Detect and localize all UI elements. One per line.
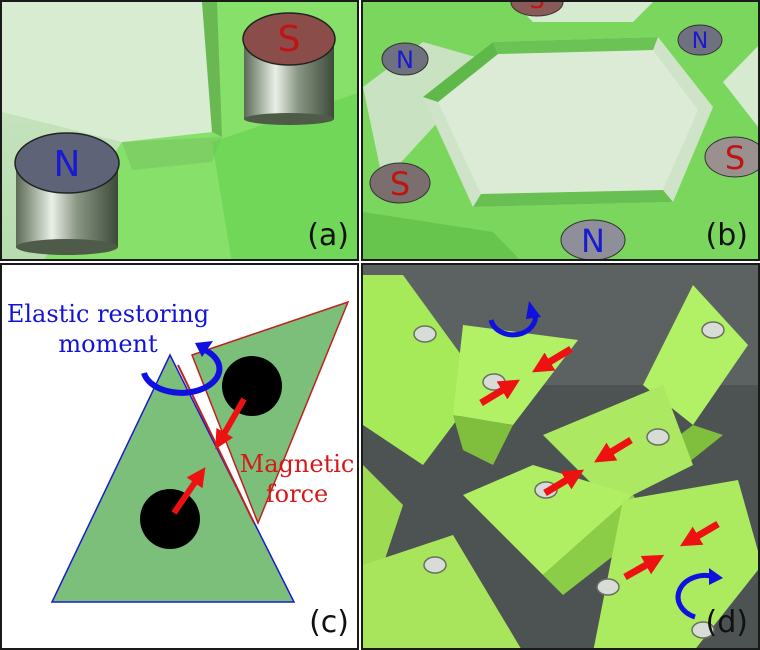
magnet-lower [140, 489, 200, 549]
svg-text:S: S [529, 2, 544, 14]
magnetic-label-line1: Magnetic [239, 450, 355, 478]
hex-wall-2 [493, 37, 658, 54]
force-arrow-2b [594, 437, 633, 463]
rotation-arrow-top [488, 301, 541, 338]
magnetic-force-label: Magnetic force [238, 449, 356, 509]
elastic-moment-arrow [141, 341, 223, 396]
magnet-n-letter: N [54, 144, 81, 185]
rotation-arrow-bottom [675, 568, 723, 620]
foam-left-top [363, 275, 483, 465]
magnet-s-top [242, 12, 336, 66]
svg-text:S: S [390, 165, 410, 203]
hex-wall-3 [473, 190, 673, 207]
elastic-label-line2: moment [58, 330, 158, 358]
force-arrow-1b [531, 345, 573, 373]
magnet-b-left-n: N [381, 42, 429, 76]
panel-a-render: S N [2, 2, 357, 259]
foam-bottom-left [363, 535, 521, 648]
hole-wall [202, 2, 222, 137]
elastic-label-line1: Elastic restoring [6, 300, 210, 328]
foam-mid-lower [463, 465, 633, 575]
panel-c-diagram [50, 300, 350, 603]
magnet-s-letter: S [278, 19, 301, 60]
magnet-n-top [14, 132, 120, 194]
magnet-upper [222, 356, 282, 416]
hexagon-floor [438, 50, 698, 194]
force-arrow-2a [543, 469, 585, 497]
magnetic-force-arrow-down [215, 397, 247, 450]
svg-text:N: N [581, 222, 605, 260]
panel-label-d: (d) [705, 605, 748, 640]
magnetic-force-arrow-up [171, 467, 206, 515]
force-arrow-3a [623, 554, 665, 581]
elastic-moment-label: Elastic restoring moment [2, 299, 214, 359]
magnet-b-left-s: S [369, 162, 431, 204]
panel-label-c: (c) [309, 605, 349, 640]
panel-label-b: (b) [705, 218, 748, 253]
force-arrows [479, 345, 720, 581]
force-arrow-3b [679, 520, 720, 547]
foam-center-top-edge [453, 415, 513, 465]
right-gap [723, 46, 758, 127]
foam-left-mid [363, 465, 403, 565]
svg-text:N: N [396, 46, 414, 74]
panel-a: S N (a) [0, 0, 359, 261]
magnet-b-right-s: S [704, 136, 758, 178]
magnet-s-cylinder: S [242, 12, 336, 125]
magnet-n-cylinder: N [14, 132, 120, 255]
foam-edge [122, 137, 222, 170]
svg-text:N: N [692, 29, 708, 54]
magnetic-label-line2: force [265, 480, 329, 508]
foam-right-top [643, 285, 748, 425]
hex-wall-1 [423, 42, 498, 102]
foam-bottom-right [593, 480, 758, 648]
panel-b: S N N S S N (b) [361, 0, 760, 261]
magnet-b-top: S [510, 2, 564, 17]
hole-floor [2, 2, 212, 142]
svg-text:S: S [725, 139, 745, 177]
panel-d-photo [363, 265, 758, 648]
force-arrow-1a [479, 379, 521, 407]
holes [413, 321, 725, 639]
magnet-b-right-n: N [677, 24, 723, 56]
panel-b-render: S N N S S N [363, 2, 758, 260]
magnet-b-bottom-n: N [560, 219, 626, 260]
panel-d: (d) [361, 263, 760, 650]
foam-slope [212, 93, 357, 259]
panel-label-a: (a) [307, 218, 349, 253]
foam-bottom-left [363, 212, 520, 259]
panel-c: Elastic restoring moment Magnetic force … [0, 263, 359, 650]
